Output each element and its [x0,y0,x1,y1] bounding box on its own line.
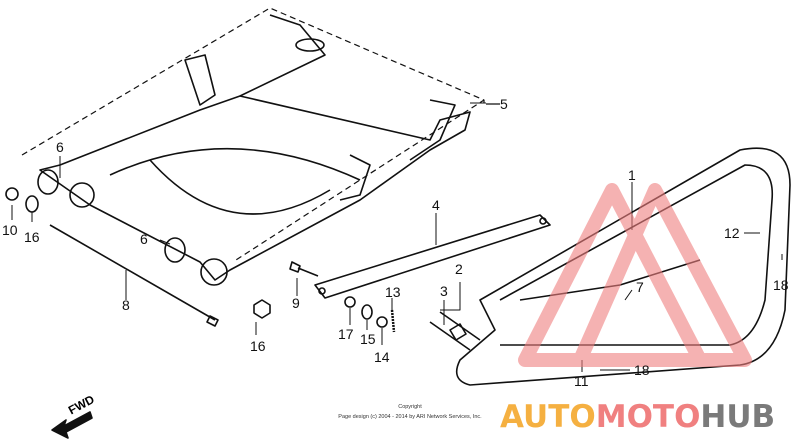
swingarm [39,95,471,281]
callout-13: 13 [385,284,401,300]
watermark-part3: HUB [700,399,776,435]
callout-10: 10 [2,222,18,238]
callout-15: 15 [360,331,376,347]
callout-5: 5 [500,96,508,112]
callout-6b: 6 [140,231,148,247]
callout-16b: 16 [250,338,266,354]
callout-1: 1 [628,167,636,183]
callout-12: 12 [724,225,740,241]
copyright-line: Page design (c) 2004 - 2014 by ARI Netwo… [338,414,482,420]
callout-8: 8 [122,297,130,313]
callout-4: 4 [432,197,440,213]
watermark-part2: MOTO [595,399,701,435]
callout-7: 7 [636,279,644,295]
callout-9: 9 [292,295,300,311]
callout-3: 3 [440,283,448,299]
callout-17: 17 [338,326,354,342]
callout-16: 16 [24,229,40,245]
callout-18: 18 [773,277,789,293]
callout-14: 14 [374,349,390,365]
watermark-logo: AUTOMOTOHUB [500,400,775,434]
arm-4 [314,214,551,299]
watermark-part1: AUTO [500,399,596,435]
callout-2: 2 [455,261,463,277]
copyright-title: Copyright [398,404,422,410]
callout-11: 11 [574,373,589,389]
callout-18b: 18 [634,362,650,378]
callout-6: 6 [56,139,64,155]
chain-case [455,147,791,386]
